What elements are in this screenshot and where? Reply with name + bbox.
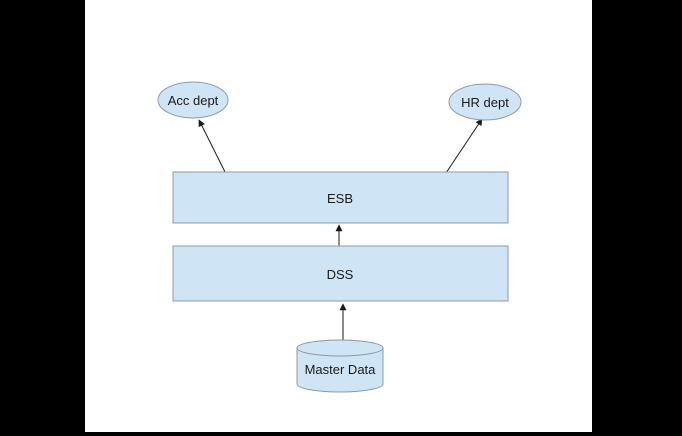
node-dss: DSS	[172, 245, 509, 302]
node-esb: ESB	[172, 171, 509, 224]
architecture-diagram: Acc dept HR dept ESB DSS Master Data	[157, 81, 522, 393]
node-master-data-label: Master Data	[305, 362, 377, 377]
node-esb-label: ESB	[327, 191, 353, 206]
node-hr-dept-label: HR dept	[461, 95, 509, 110]
frame-border-right	[592, 0, 682, 436]
edge-esb-to-hr-dept	[443, 118, 483, 177]
node-hr-dept: HR dept	[448, 83, 522, 121]
node-dss-label: DSS	[327, 267, 354, 282]
node-master-data: Master Data	[296, 339, 384, 393]
node-acc-dept: Acc dept	[157, 81, 229, 119]
node-acc-dept-label: Acc dept	[168, 93, 219, 108]
frame-border-bottom	[85, 432, 592, 436]
diagram-canvas: Acc dept HR dept ESB DSS Master Data	[85, 0, 592, 432]
edge-esb-to-acc-dept	[198, 119, 228, 177]
